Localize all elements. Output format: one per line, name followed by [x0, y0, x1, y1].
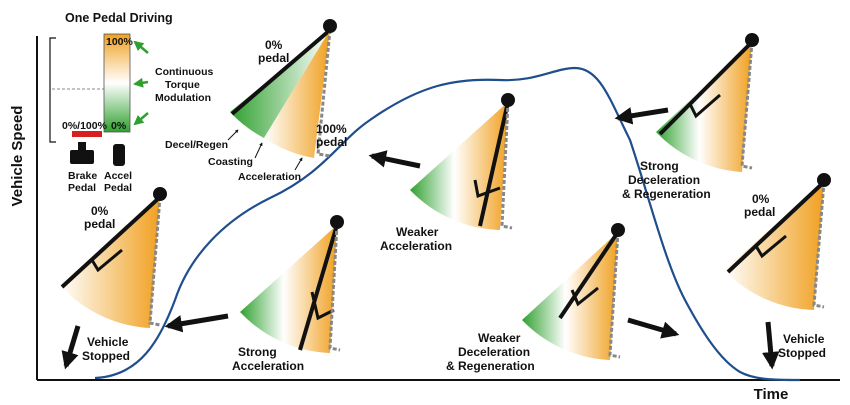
weaker-decel-label-1: Weaker [478, 331, 521, 345]
x-axis-label: Time [754, 386, 789, 403]
modulation-line-2: Torque [165, 79, 200, 91]
stopped-right-label-1: Vehicle [783, 332, 825, 346]
fan-pedal-link [754, 234, 787, 259]
arrow-strong-decel [614, 107, 669, 125]
brake-label-1: Brake [68, 170, 97, 182]
stopped-right-pedal-1: 0% [752, 192, 770, 206]
speed-curve [94, 66, 801, 382]
zone-arrow-decel [227, 129, 239, 141]
key-fan-green-wedge [230, 30, 330, 138]
weaker-decel-label-3: & Regeneration [446, 359, 535, 373]
fan-strong-deceleration: Strong Deceleration & Regeneration [614, 33, 759, 201]
key-fan-top-label-1: 0% [265, 38, 283, 52]
axes: Vehicle Speed Time [9, 36, 840, 403]
key-fan-dashed-pedal [316, 29, 332, 158]
arrow-weaker-decel [627, 317, 680, 339]
arrow-strong-accel [164, 313, 229, 333]
fan-fill [656, 42, 752, 172]
zone-label-decel: Decel/Regen [165, 139, 228, 151]
modulation-line-3: Modulation [155, 92, 211, 104]
arrow-stopped-left [61, 325, 81, 370]
accel-label-2: Pedal [104, 182, 132, 194]
key-fan-top-label-2: pedal [258, 51, 289, 65]
fan-pedal-arm [558, 230, 620, 320]
key-fan-orange-wedge [264, 30, 330, 158]
fan-weaker-deceleration: Weaker Deceleration & Regeneration [446, 223, 680, 373]
y-axis-label: Vehicle Speed [9, 106, 26, 207]
pedal-range-strip [72, 131, 102, 137]
fan-pedal-arm [726, 180, 826, 274]
stopped-left-label-2: Stopped [82, 349, 130, 363]
fan-vehicle-stopped-right: 0% pedal Vehicle Stopped [724, 173, 831, 370]
fan-pedal-link [688, 93, 721, 119]
fan-fill [60, 197, 160, 328]
fan-pivot [330, 215, 344, 229]
strong-accel-label-2: Acceleration [232, 359, 304, 373]
strong-decel-label-2: Deceleration [628, 173, 700, 187]
fan-dashed-pedal [812, 181, 826, 309]
green-arrow-bottom [133, 112, 149, 126]
stopped-left-label-1: Vehicle [87, 335, 129, 349]
key-fan: 0% pedal 100% pedal Decel/Regen Coasting… [165, 19, 347, 183]
zone-label-acceleration: Acceleration [238, 171, 301, 183]
fan-weaker-acceleration: Weaker Acceleration [368, 93, 515, 253]
key-fan-bottom-label-1: 100% [316, 122, 347, 136]
weaker-decel-label-2: Deceleration [458, 345, 530, 359]
arrow-weaker-accel [368, 150, 421, 169]
fan-pivot [611, 223, 625, 237]
stopped-right-pedal-2: pedal [744, 205, 775, 219]
stopped-right-label-2: Stopped [778, 346, 826, 360]
fan-pedal-link [90, 248, 123, 273]
fan-fill [522, 232, 618, 360]
fan-dashed-pedal [328, 224, 341, 352]
stopped-left-pedal-1: 0% [91, 204, 109, 218]
brake-label-2: Pedal [68, 182, 96, 194]
fan-pedal-arm [298, 224, 339, 351]
weaker-accel-label-1: Weaker [396, 225, 439, 239]
fan-pivot [501, 93, 515, 107]
arrow-stopped-right [762, 321, 780, 370]
torque-bar [103, 33, 131, 133]
key-fan-bottom-label-2: pedal [316, 135, 347, 149]
fan-fill [410, 102, 508, 230]
fan-pedal-link [473, 179, 501, 199]
fan-fill [240, 225, 337, 353]
zone-arrow-coasting [254, 142, 263, 159]
fan-pedal-link [310, 291, 335, 321]
torque-bar-bottom-label: 0% [111, 120, 127, 132]
strong-decel-label-1: Strong [640, 159, 679, 173]
fan-dashed-pedal [148, 196, 162, 327]
weaker-accel-label-2: Acceleration [380, 239, 452, 253]
modulation-line-1: Continuous [155, 66, 213, 78]
fan-vehicle-stopped-left: 0% pedal Vehicle Stopped [60, 187, 167, 370]
fan-pedal-arm [658, 40, 754, 136]
green-arrow-top [133, 40, 149, 54]
strong-accel-label-1: Strong [238, 345, 277, 359]
legend-title: One Pedal Driving [65, 11, 173, 25]
strong-decel-label-3: & Regeneration [622, 187, 711, 201]
fan-pedal-arm [60, 195, 162, 289]
key-fan-pivot [323, 19, 337, 33]
green-arrow-mid [133, 77, 149, 88]
fan-pivot [745, 33, 759, 47]
zone-label-coasting: Coasting [208, 156, 253, 168]
brake-pedal-icon [70, 142, 94, 164]
zone-arrow-acceleration [294, 157, 303, 171]
stopped-left-pedal-2: pedal [84, 217, 115, 231]
fan-pivot [153, 187, 167, 201]
pedal-range-label: 0%/100% [62, 120, 108, 132]
fan-pivot [817, 173, 831, 187]
fan-dashed-pedal [608, 231, 621, 359]
accel-pedal-icon [113, 144, 125, 166]
key-fan-pedal-arm [230, 28, 332, 116]
torque-bar-top-label: 100% [106, 36, 134, 48]
fan-pedal-arm [478, 101, 510, 227]
legend-bracket [49, 37, 56, 143]
accel-label-1: Accel [104, 170, 132, 182]
legend: One Pedal Driving 100% 0% 0%/100% Contin… [49, 11, 213, 194]
fan-strong-acceleration: Strong Acceleration [164, 215, 344, 373]
fan-pedal-link [570, 286, 599, 307]
